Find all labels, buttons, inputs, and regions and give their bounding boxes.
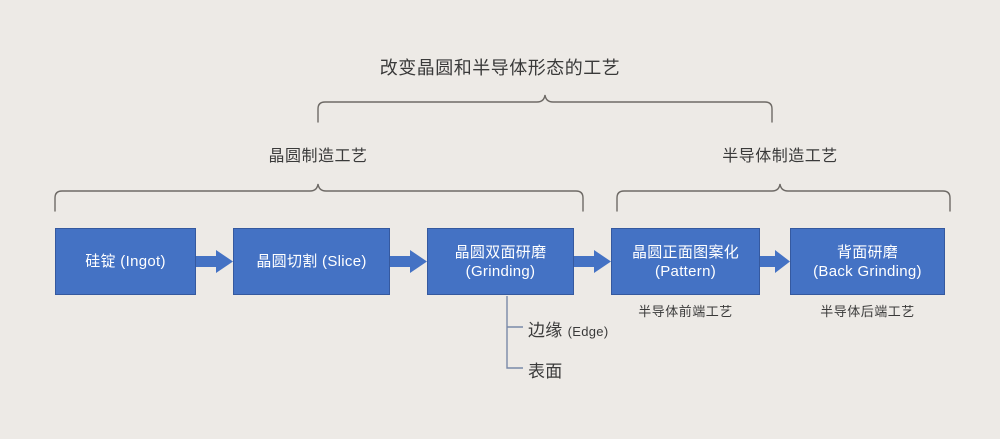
diagram-title: 改变晶圆和半导体形态的工艺 xyxy=(379,58,621,78)
brace-top xyxy=(317,94,773,123)
branch-label-surface: 表面 xyxy=(528,357,563,382)
node-label-line1: 晶圆正面图案化 xyxy=(631,243,740,261)
arrow-1-to-2 xyxy=(196,250,233,273)
process-node-slice[interactable]: 晶圆切割 (Slice) xyxy=(233,228,390,295)
caption-back-end-process: 半导体后端工艺 xyxy=(820,304,915,319)
node-label-line2: (Back Grinding) xyxy=(813,262,922,280)
caption-front-end-process: 半导体前端工艺 xyxy=(638,304,733,319)
brace-semiconductor-process xyxy=(616,183,951,212)
branch-label-edge-en: (Edge) xyxy=(567,324,609,339)
brace-wafer-process xyxy=(54,183,584,212)
node-label-line1: 硅锭 (Ingot) xyxy=(85,253,166,270)
process-node-pattern[interactable]: 晶圆正面图案化 (Pattern) xyxy=(611,228,760,295)
process-node-ingot[interactable]: 硅锭 (Ingot) xyxy=(55,228,196,295)
branch-label-edge-zh: 边缘 xyxy=(528,321,568,340)
group-label-wafer-process: 晶圆制造工艺 xyxy=(268,148,368,165)
process-node-back-grinding[interactable]: 背面研磨 (Back Grinding) xyxy=(790,228,945,295)
branch-label-edge: 边缘 (Edge) xyxy=(528,316,608,341)
node-label-line2: (Grinding) xyxy=(465,262,536,280)
arrow-4-to-5 xyxy=(760,250,790,273)
node-label-line2: (Pattern) xyxy=(654,262,717,280)
flow-arrows xyxy=(196,250,790,273)
process-node-grinding[interactable]: 晶圆双面研磨 (Grinding) xyxy=(427,228,574,295)
group-label-semiconductor-process: 半导体制造工艺 xyxy=(722,148,838,165)
node-label-line1: 晶圆切割 (Slice) xyxy=(256,253,367,270)
arrow-2-to-3 xyxy=(390,250,427,273)
branch-connector xyxy=(506,296,523,369)
node-label-line1: 背面研磨 xyxy=(836,243,899,261)
branch-label-surface-zh: 表面 xyxy=(528,362,563,381)
arrow-3-to-4 xyxy=(574,250,611,273)
node-label-line1: 晶圆双面研磨 xyxy=(454,243,547,261)
